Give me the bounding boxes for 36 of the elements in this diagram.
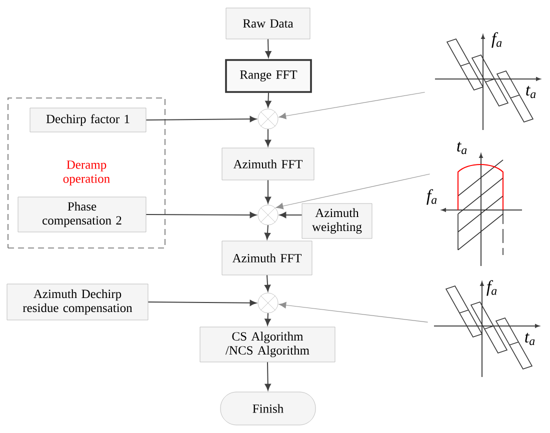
axis-label: f$_{a}$ — [426, 189, 437, 205]
process-box: Dechirp factor 1 — [30, 108, 146, 132]
process-box: Azimuth FFT — [222, 240, 312, 276]
process-box: Azimuth weighting — [302, 203, 372, 239]
axis-label: t$_{a}$ — [525, 332, 535, 346]
multiplier-symbol — [258, 292, 278, 314]
arrow — [279, 212, 302, 218]
axis-label: t$_{a}$ — [526, 86, 536, 98]
arrow — [264, 362, 271, 390]
arrow — [265, 38, 272, 58]
arrow — [264, 128, 272, 146]
axis-label: f$_{a}$ — [492, 32, 502, 48]
process-box: Raw Data — [226, 8, 310, 40]
arrow — [264, 274, 271, 292]
multiplier-symbol — [258, 108, 278, 130]
multiplier-symbol — [258, 204, 278, 226]
arrow — [265, 92, 272, 108]
terminal-box: Finish — [220, 392, 316, 426]
spectrum-drawing — [442, 154, 522, 266]
arrow — [264, 312, 271, 326]
leader-line — [278, 92, 426, 120]
process-box: Phase compensation 2 — [18, 196, 146, 232]
process-box: Azimuth FFT — [222, 148, 314, 180]
process-box: Range FFT — [225, 59, 312, 93]
leader-line — [276, 174, 430, 210]
arrow — [146, 116, 257, 122]
arrow — [148, 300, 257, 306]
leader-line — [278, 302, 428, 323]
arrow — [146, 212, 257, 218]
spectrum-drawing — [434, 282, 540, 378]
process-box: CS Algorithm /NCS Algorithm — [200, 326, 336, 362]
arrow — [264, 224, 271, 240]
process-box: Azimuth Dechirp residue compensation — [6, 284, 148, 320]
axis-label: t$_{a}$ — [457, 142, 467, 154]
arrow — [264, 180, 272, 204]
axis-label: f$_{a}$ — [486, 280, 497, 296]
